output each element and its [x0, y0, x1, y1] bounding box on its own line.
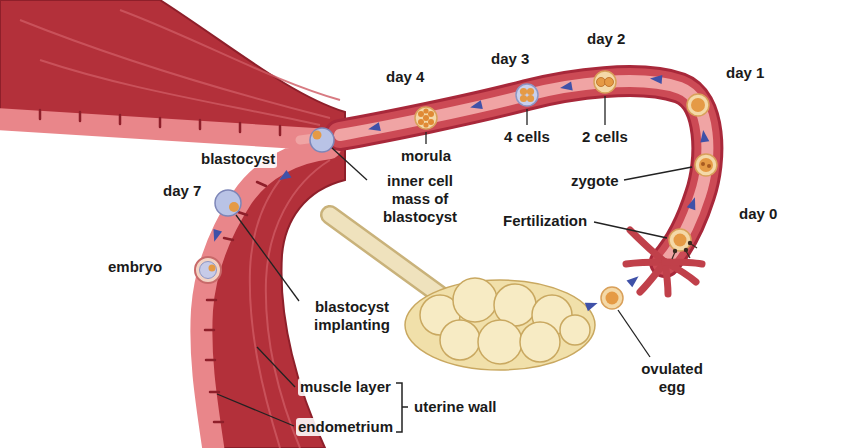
fertilizing-egg: [669, 229, 697, 259]
morula-cell: [415, 107, 437, 129]
fimbriae: [626, 230, 702, 294]
two-cell-embryo: [594, 71, 616, 93]
part-label: muscle layer: [298, 378, 393, 396]
part-label: day 3: [489, 50, 531, 68]
part-label: day 2: [585, 30, 627, 48]
part-label: zygote: [569, 172, 621, 190]
part-label: blastocyst: [199, 150, 277, 168]
blastocyst-cell: [310, 128, 334, 152]
part-label: Fertilization: [501, 212, 589, 230]
part-label: ovulated egg: [625, 360, 719, 396]
implanted-embryo: [195, 257, 221, 283]
part-label: uterine wall: [412, 398, 499, 416]
ovarian-ligament: [330, 215, 440, 295]
part-label: morula: [399, 147, 453, 165]
zygote-cell: [695, 154, 717, 176]
part-label: endometrium: [296, 418, 395, 436]
part-label: blastocyst implanting: [300, 298, 404, 334]
part-label: day 0: [737, 205, 779, 223]
day-one-cell: [687, 94, 709, 116]
part-label: day 4: [384, 68, 426, 86]
endometrial-villi: [40, 110, 280, 422]
leader-lines: [217, 96, 692, 426]
ovulated-egg: [601, 287, 623, 309]
part-label: 4 cells: [502, 128, 552, 146]
part-label: embryo: [106, 258, 164, 276]
part-label: day 7: [161, 182, 203, 200]
ovary: [405, 278, 595, 370]
part-label: 2 cells: [580, 128, 630, 146]
wall-bracket: [396, 383, 408, 432]
four-cell-embryo: [516, 84, 538, 106]
part-label: inner cell mass of blastocyst: [368, 172, 472, 226]
uterine-tube: [340, 81, 707, 262]
part-label: day 1: [724, 64, 766, 82]
endometrium-lining: [0, 118, 330, 448]
day-seven-blastocyst: [215, 190, 241, 216]
direction-arrows: [210, 74, 709, 311]
